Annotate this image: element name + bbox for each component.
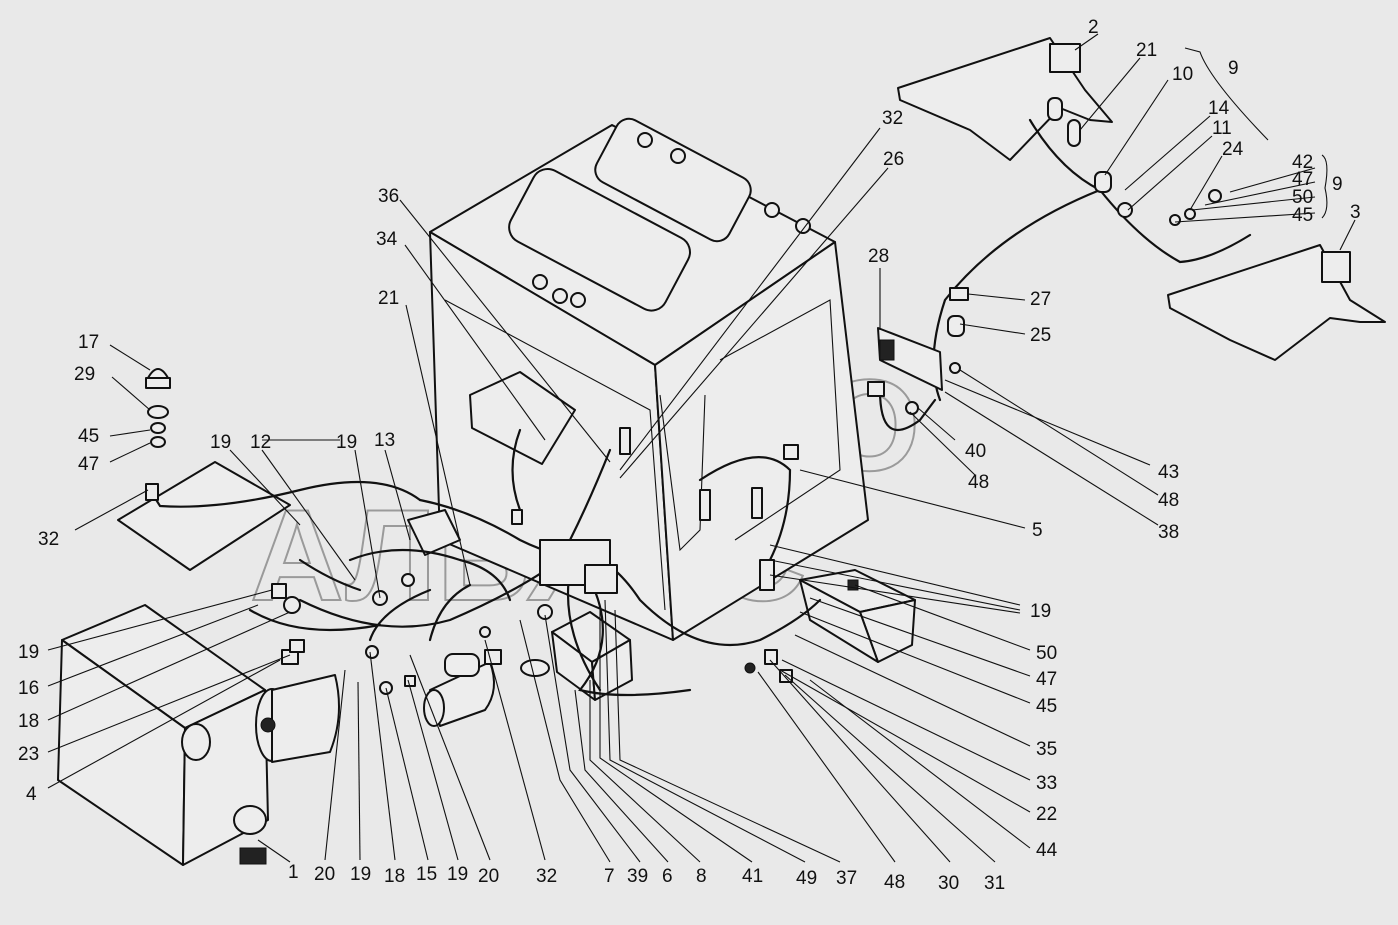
label-47b: 47 [78,454,99,475]
label-11: 11 [1212,118,1232,139]
label-26: 26 [883,149,904,170]
label-45b: 45 [78,426,99,447]
label-5: 5 [1032,520,1043,541]
label-9: 9 [1228,58,1239,79]
label-b20a: 20 [314,864,335,885]
label-19d: 19 [18,642,39,663]
rear-fender-right-icon [1167,244,1386,361]
label-b32: 32 [536,866,557,887]
label-23: 23 [18,744,39,765]
label-16: 16 [18,678,39,699]
generator-icon [255,674,340,763]
label-b8: 8 [696,866,707,887]
rear-fender-left-icon [897,37,1113,161]
label-48a: 48 [968,472,989,493]
label-18: 18 [18,711,39,732]
label-10: 10 [1172,64,1193,85]
label-b6: 6 [662,866,673,887]
label-3: 3 [1350,202,1361,223]
label-b15: 15 [416,864,437,885]
label-4: 4 [26,784,37,805]
label-36: 36 [378,186,399,207]
label-32: 32 [882,108,903,129]
label-b49: 49 [796,868,817,889]
label-42: 42 [1292,152,1313,173]
label-19c: 19 [1030,601,1051,622]
label-b30: 30 [938,873,959,894]
label-b20b: 20 [478,866,499,887]
label-13: 13 [374,430,395,451]
label-19b: 19 [336,432,357,453]
label-35: 35 [1036,739,1057,760]
label-b19a: 19 [350,864,371,885]
label-12: 12 [250,432,271,453]
label-21b: 21 [378,288,399,309]
leader-lines [47,33,1356,863]
fuse-block-icon [799,569,916,663]
label-b7: 7 [604,866,615,887]
label-b18: 18 [384,866,405,887]
label-38: 38 [1158,522,1179,543]
label-2: 2 [1088,17,1099,38]
label-19a: 19 [210,432,231,453]
label-21: 21 [1136,40,1157,61]
front-panel-icon [117,461,422,571]
label-b31: 31 [984,873,1005,894]
label-32b: 32 [38,529,59,550]
label-33: 33 [1036,773,1057,794]
battery-box-icon [57,604,269,866]
label-34: 34 [376,229,398,250]
label-40: 40 [965,441,986,462]
label-b48: 48 [884,872,905,893]
label-24: 24 [1222,139,1244,160]
starter-icon [423,649,502,727]
label-45c: 45 [1036,696,1057,717]
label-29: 29 [74,364,95,385]
label-27: 27 [1030,289,1051,310]
front-lamp-icon [145,368,171,448]
label-50: 50 [1292,187,1313,208]
label-22: 22 [1036,804,1057,825]
label-25: 25 [1030,325,1051,346]
label-50b: 50 [1036,643,1057,664]
label-9b: 9 [1332,174,1343,195]
label-47c: 47 [1036,669,1057,690]
label-48b: 48 [1158,490,1179,511]
label-28: 28 [868,246,889,267]
label-14: 14 [1208,98,1230,119]
part-labels: 2 21 10 9 32 26 14 11 24 42 47 9 50 45 3… [18,17,1361,894]
cab-icon [429,117,869,641]
label-17: 17 [78,332,99,353]
label-43: 43 [1158,462,1179,483]
label-b1: 1 [288,862,299,883]
wiring-harness-icon [248,427,822,697]
label-47: 47 [1292,169,1313,190]
label-b41: 41 [742,866,763,887]
label-45: 45 [1292,205,1313,226]
label-b37: 37 [836,868,857,889]
label-b39: 39 [627,866,648,887]
label-44: 44 [1036,840,1058,861]
label-b19b: 19 [447,864,468,885]
